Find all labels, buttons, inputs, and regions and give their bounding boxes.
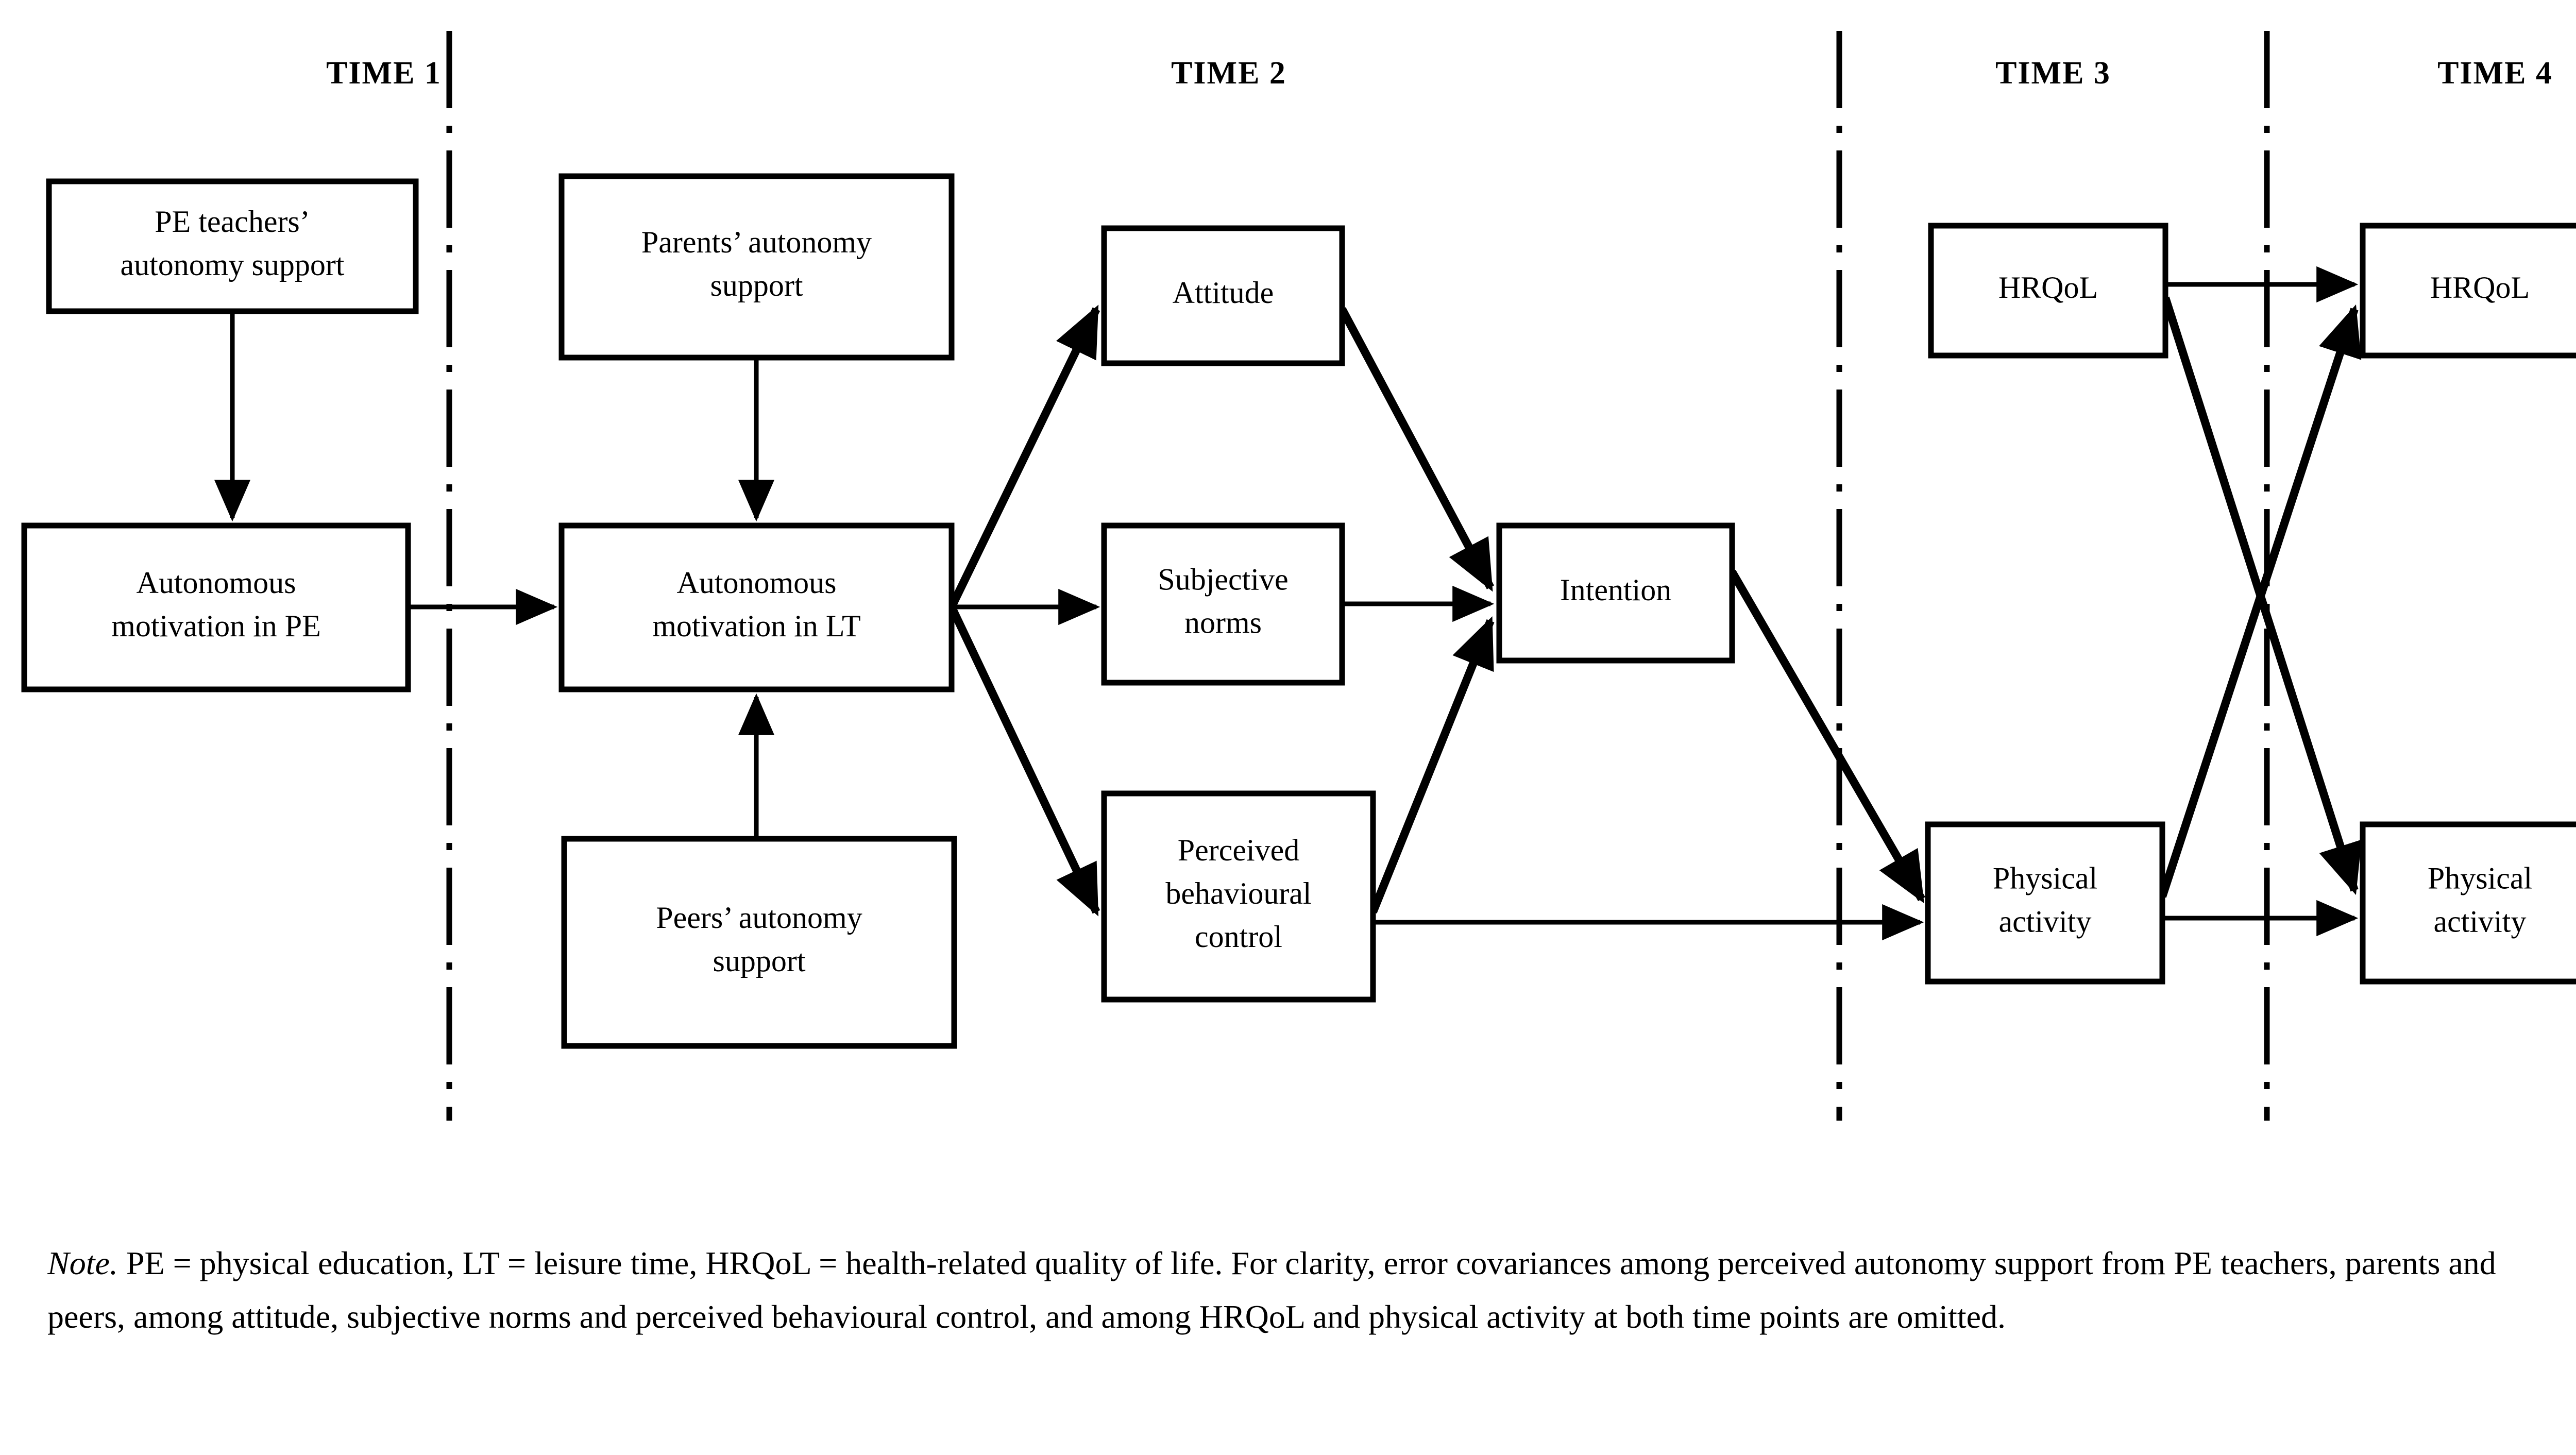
node-label-perceived-behavioural-control: Perceived (1178, 833, 1300, 867)
node-label-parents-autonomy-support: support (710, 268, 803, 302)
time-header-time3: TIME 3 (1995, 56, 2111, 91)
node-label-physical-activity-t4: activity (2434, 904, 2527, 938)
note-prefix: Note. (47, 1245, 118, 1281)
edge-pa-t3-to-hrqol-t4 (2158, 304, 2362, 898)
node-subjective-norms[interactable]: Subjective norms (1101, 522, 1345, 686)
node-box-physical-activity-t3 (1925, 821, 2165, 985)
node-intention[interactable]: Intention (1496, 522, 1735, 664)
node-box-autonomous-motivation-lt (558, 522, 955, 692)
node-peers-autonomy-support[interactable]: Peers’ autonomy support (561, 836, 957, 1049)
node-label-hrqol-t3: HRQoL (1998, 270, 2098, 304)
node-box-intention (1496, 522, 1735, 664)
node-label-physical-activity-t4: Physical (2428, 861, 2532, 895)
node-box-subjective-norms (1101, 522, 1345, 686)
time-header-time2: TIME 2 (1171, 56, 1286, 91)
node-label-autonomous-motivation-lt: Autonomous (676, 566, 836, 600)
node-label-autonomous-motivation-pe: motivation in PE (111, 609, 321, 643)
node-label-perceived-behavioural-control: control (1195, 920, 1282, 954)
time-header-time1: TIME 1 (326, 56, 442, 91)
node-label-attitude: Attitude (1173, 276, 1274, 310)
edge-am-lt-to-pbc (947, 605, 1100, 917)
edge-intention-to-pa-t3 (1728, 569, 1925, 904)
node-box-autonomous-motivation-pe (21, 522, 411, 692)
node-label-subjective-norms: Subjective (1158, 562, 1288, 596)
time-headers: TIME 1 TIME 2 TIME 3 TIME 4 (326, 56, 2553, 91)
node-hrqol-t4[interactable]: HRQoL (2360, 223, 2576, 359)
node-box-hrqol-t4 (2360, 223, 2576, 359)
edge-attitude-to-intention (1338, 307, 1495, 592)
edge-pbc-to-intention (1369, 616, 1495, 913)
node-label-autonomous-motivation-pe: Autonomous (136, 566, 296, 600)
node-label-autonomous-motivation-lt: motivation in LT (652, 609, 860, 643)
node-label-hrqol-t4: HRQoL (2430, 270, 2530, 304)
node-label-intention: Intention (1560, 573, 1672, 607)
node-box-attitude (1101, 225, 1345, 366)
node-autonomous-motivation-pe[interactable]: Autonomous motivation in PE (21, 522, 411, 692)
node-label-pe-teachers-autonomy-support: PE teachers’ (155, 205, 310, 239)
node-physical-activity-t3[interactable]: Physical activity (1925, 821, 2165, 985)
node-hrqol-t3[interactable]: HRQoL (1928, 223, 2168, 359)
node-perceived-behavioural-control[interactable]: Perceived behavioural control (1101, 790, 1376, 1003)
node-label-physical-activity-t3: Physical (1993, 861, 2097, 895)
node-label-peers-autonomy-support: Peers’ autonomy (656, 901, 862, 935)
node-autonomous-motivation-lt[interactable]: Autonomous motivation in LT (558, 522, 955, 692)
note-text: PE = physical education, LT = leisure ti… (47, 1245, 2496, 1335)
path-edges (214, 266, 2362, 941)
node-label-parents-autonomy-support: Parents’ autonomy (641, 225, 872, 259)
node-parents-autonomy-support[interactable]: Parents’ autonomy support (558, 173, 955, 361)
node-pe-teachers-autonomy-support[interactable]: PE teachers’ autonomy support (46, 178, 419, 314)
node-label-pe-teachers-autonomy-support: autonomy support (121, 248, 345, 282)
node-label-peers-autonomy-support: support (713, 944, 806, 978)
node-box-peers-autonomy-support (561, 836, 957, 1049)
time-header-time4: TIME 4 (2437, 56, 2553, 91)
node-physical-activity-t4[interactable]: Physical activity (2360, 821, 2576, 985)
node-box-hrqol-t3 (1928, 223, 2168, 359)
node-box-parents-autonomy-support (558, 173, 955, 361)
node-box-physical-activity-t4 (2360, 821, 2576, 985)
node-label-subjective-norms: norms (1184, 605, 1262, 639)
edge-am-lt-to-attitude (947, 304, 1100, 609)
node-box-pe-teachers-autonomy-support (46, 178, 419, 314)
node-attitude[interactable]: Attitude (1101, 225, 1345, 366)
node-box-perceived-behavioural-control (1101, 790, 1376, 1003)
node-label-perceived-behavioural-control: behavioural (1165, 876, 1311, 910)
figure-note: Note. PE = physical education, LT = leis… (47, 1237, 2562, 1343)
node-label-physical-activity-t3: activity (1999, 904, 2092, 938)
